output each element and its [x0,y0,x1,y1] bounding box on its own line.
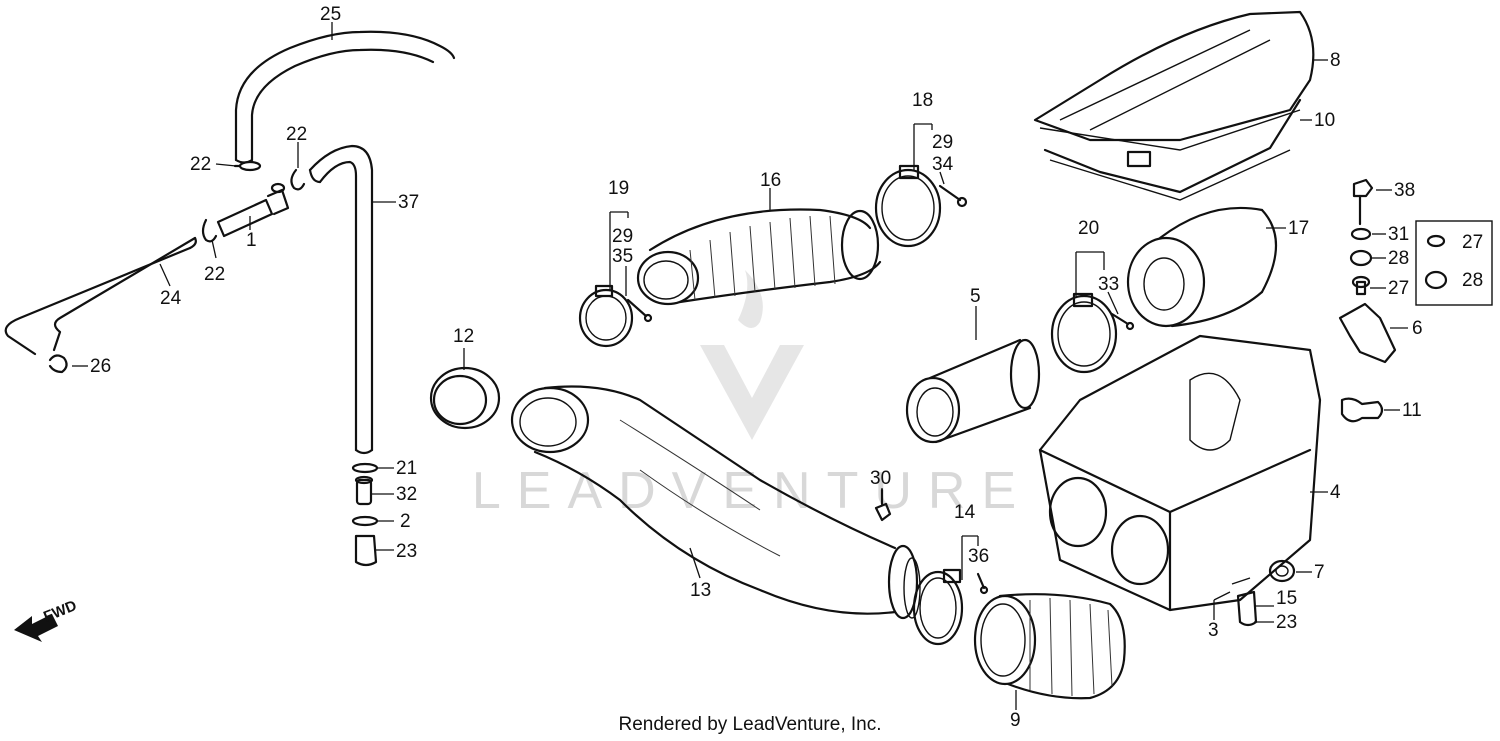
screw-33 [1110,312,1135,331]
callout-34: 34 [932,154,954,175]
callout-18: 18 [912,90,933,111]
callout-36: 36 [968,546,989,567]
callout-27-a: 27 [1388,278,1409,299]
boot-9 [973,593,1126,700]
bracket-6 [1338,302,1397,364]
callout-32: 32 [396,484,417,505]
clip-22-a [233,160,262,172]
callout-28-b: 28 [1462,270,1483,291]
grommet-28-a [1349,249,1373,267]
leader-lines [72,22,1408,710]
callout-21: 21 [396,458,417,479]
screw-35 [626,298,653,323]
callout-14: 14 [954,502,976,523]
callout-7: 7 [1314,562,1325,583]
callout-19: 19 [608,178,629,199]
callout-labels: 25 22 22 1 22 24 26 37 21 32 2 23 12 13 … [90,4,1483,731]
callout-30: 30 [870,468,891,489]
callout-1: 1 [246,230,257,251]
cap-23-left [354,534,378,567]
callout-28-a: 28 [1388,248,1409,269]
callout-23-b: 23 [1276,612,1297,633]
callout-22-c: 22 [204,264,225,285]
plug-32 [354,475,374,506]
callout-15: 15 [1276,588,1297,609]
bolt-38 [1352,178,1374,226]
callout-24: 24 [160,288,182,309]
callout-6: 6 [1412,318,1423,339]
clip-11 [1340,397,1384,423]
callout-11: 11 [1402,400,1422,421]
callout-31: 31 [1388,224,1409,245]
callout-3: 3 [1208,620,1219,641]
callout-20: 20 [1078,218,1099,239]
callout-38: 38 [1394,180,1415,201]
clip-26 [48,354,68,374]
callout-12: 12 [453,326,474,347]
callout-13: 13 [690,580,711,601]
clip-21 [351,462,379,474]
callout-9: 9 [1010,710,1021,731]
filter-17 [1126,206,1278,328]
callout-22-a: 22 [190,154,211,175]
clamp-19 [578,284,634,348]
duct-16 [636,208,882,306]
hose-37 [308,144,374,455]
hose-24 [4,236,197,356]
callout-27-b: 27 [1462,232,1483,253]
clamp-14 [912,568,964,646]
callout-33: 33 [1098,274,1119,295]
callout-29-b: 29 [932,132,953,153]
callout-5: 5 [970,286,981,307]
clip-22-b [290,168,306,191]
callout-4: 4 [1330,482,1341,503]
callout-29-a: 29 [612,226,633,247]
watermark-text: LEADVENTURE [472,462,1032,520]
fwd-label: FWD [41,597,79,626]
clamp-20 [1050,292,1118,374]
grommet-7 [1268,559,1296,583]
callout-23-a: 23 [396,541,417,562]
kit-box-27-28 [1415,220,1493,306]
callout-2: 2 [400,511,411,532]
ring-12 [429,366,501,430]
collar-31 [1350,227,1372,241]
collar-27-a [1351,275,1371,296]
callout-16: 16 [760,170,781,191]
callout-25: 25 [320,4,341,25]
clip-2 [351,515,379,527]
callout-8: 8 [1330,50,1341,71]
gasket-10 [1043,98,1302,201]
duct-13 [510,385,921,620]
callout-37: 37 [398,192,419,213]
tube-5 [905,338,1041,444]
callout-17: 17 [1288,218,1309,239]
fwd-arrow: FWD [14,597,79,642]
callout-22-b: 22 [286,124,307,145]
case-4 [1038,334,1322,612]
screw-34 [938,184,968,208]
hose-25 [234,30,456,164]
footer-credit: Rendered by LeadVenture, Inc. [618,714,881,735]
screw-36 [976,572,989,595]
clip-22-c [201,218,218,243]
clamp-18 [874,164,942,248]
callout-35: 35 [612,246,633,267]
leadventure-watermark: LEADVENTURE [472,270,1032,520]
callout-26: 26 [90,356,111,377]
lid-8 [1033,10,1315,151]
callout-10: 10 [1314,110,1335,131]
fitting-1 [216,182,290,238]
